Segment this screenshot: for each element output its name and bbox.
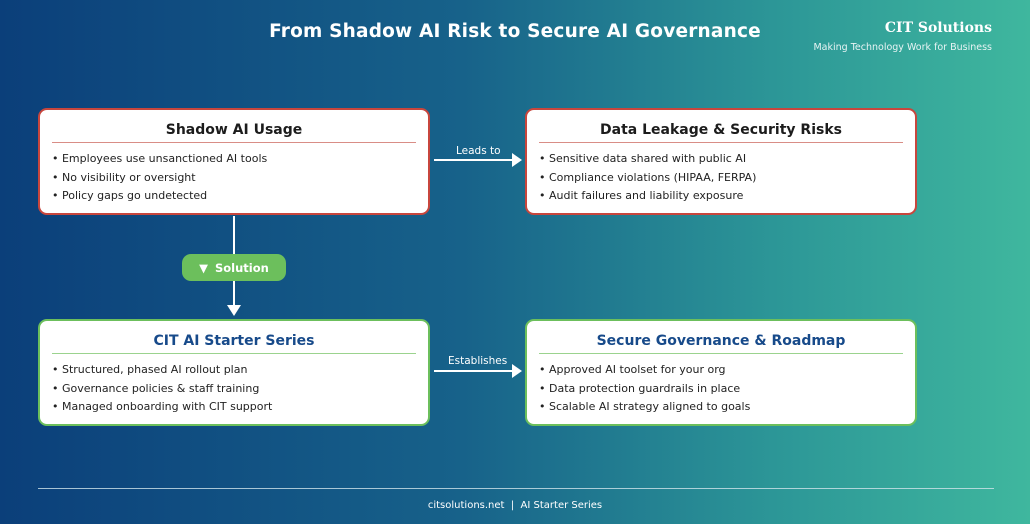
security-risks-bullets: • Sensitive data shared with public AI •…	[539, 150, 903, 206]
brand-block: CIT Solutions Making Technology Work for…	[813, 20, 992, 53]
footer-text: citsolutions.net | AI Starter Series	[427, 500, 603, 511]
bullet-item: • Scalable AI strategy aligned to goals	[539, 400, 751, 413]
bullet-item: • Sensitive data shared with public AI	[539, 152, 747, 165]
bullet-item: • Data protection guardrails in place	[539, 381, 741, 395]
shadow-ai-title: Shadow AI Usage	[52, 122, 416, 143]
security-risks-title: Data Leakage & Security Risks	[539, 122, 903, 143]
leads-to-label: Leads to	[456, 145, 501, 157]
establishes-arrow	[434, 364, 522, 378]
bullet-item: • Managed onboarding with CIT support	[52, 400, 273, 413]
shadow-ai-card: Shadow AI Usage • Employees use unsancti…	[38, 108, 430, 215]
down-arrow-head	[227, 305, 241, 316]
bullet-item: • Structured, phased AI rollout plan	[52, 363, 248, 376]
starter-series-bullets: • Structured, phased AI rollout plan • G…	[52, 361, 416, 417]
page-title: From Shadow AI Risk to Secure AI Governa…	[269, 21, 761, 42]
triangle-down-icon: ▼	[199, 260, 208, 275]
bullet-item: • Audit failures and liability exposure	[539, 189, 744, 202]
leads-to-arrow	[434, 153, 522, 167]
governance-card: Secure Governance & Roadmap • Approved A…	[525, 319, 917, 426]
security-risks-card: Data Leakage & Security Risks • Sensitiv…	[525, 108, 917, 215]
brand-name: CIT Solutions	[884, 20, 992, 36]
bullet-item: • Employees use unsanctioned AI tools	[52, 152, 268, 165]
solution-badge: ▼ Solution	[182, 254, 286, 281]
establishes-label: Establishes	[448, 355, 508, 367]
bullet-item: • Governance policies & staff training	[52, 381, 260, 395]
footer-divider	[38, 488, 994, 489]
bullet-item: • Approved AI toolset for your org	[539, 363, 726, 376]
brand-tagline: Making Technology Work for Business	[813, 42, 992, 53]
governance-title: Secure Governance & Roadmap	[539, 333, 903, 354]
starter-series-card: CIT AI Starter Series • Structured, phas…	[38, 319, 430, 426]
solution-connector-bottom	[233, 281, 235, 306]
governance-bullets: • Approved AI toolset for your org • Dat…	[539, 361, 903, 417]
bullet-item: • Compliance violations (HIPAA, FERPA)	[539, 170, 757, 184]
shadow-ai-bullets: • Employees use unsanctioned AI tools • …	[52, 150, 416, 206]
solution-label: Solution	[215, 260, 269, 275]
solution-connector-top	[233, 216, 235, 254]
starter-series-title: CIT AI Starter Series	[52, 333, 416, 354]
bullet-item: • No visibility or oversight	[52, 170, 196, 184]
bullet-item: • Policy gaps go undetected	[52, 189, 208, 202]
